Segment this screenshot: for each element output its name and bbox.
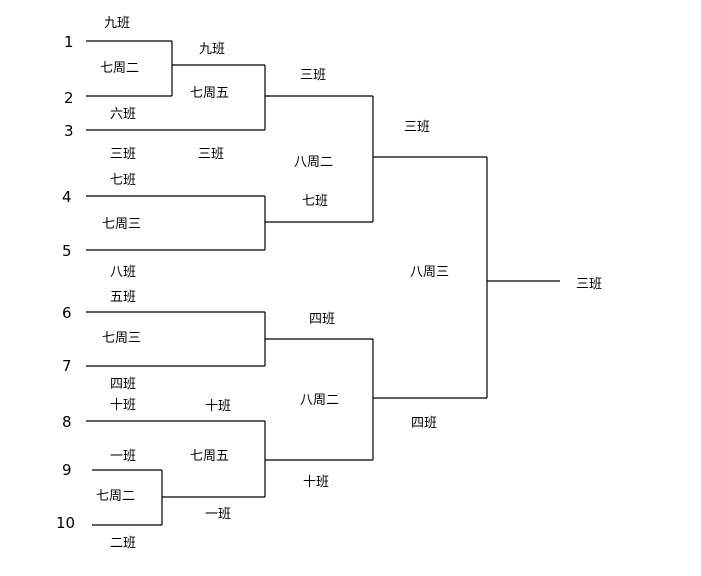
match-date: 七周二 xyxy=(96,489,135,504)
match-date: 七周三 xyxy=(102,331,141,346)
team-label: 一班 xyxy=(205,507,231,522)
team-label: 十班 xyxy=(205,399,231,414)
champion: 三班 xyxy=(576,277,602,292)
team-label: 四班 xyxy=(411,416,437,431)
match-date: 七周三 xyxy=(102,217,141,232)
team-label: 八班 xyxy=(110,265,136,280)
team-label: 二班 xyxy=(110,536,136,551)
team-label: 九班 xyxy=(199,42,225,57)
team-label: 三班 xyxy=(198,147,224,162)
team-label: 六班 xyxy=(110,107,136,122)
team-label: 三班 xyxy=(110,147,136,162)
team-label: 九班 xyxy=(104,16,130,31)
match-date: 八周二 xyxy=(294,155,333,170)
team-label: 五班 xyxy=(110,290,136,305)
match-date: 八周三 xyxy=(410,265,449,280)
team-label: 四班 xyxy=(309,312,335,327)
seed-9: 9 xyxy=(62,461,72,479)
team-label: 一班 xyxy=(110,449,136,464)
seed-7: 7 xyxy=(62,357,72,375)
team-label: 十班 xyxy=(303,475,329,490)
seed-1: 1 xyxy=(64,33,74,51)
team-label: 三班 xyxy=(300,68,326,83)
seed-6: 6 xyxy=(62,304,72,322)
seed-8: 8 xyxy=(62,413,72,431)
seed-10: 10 xyxy=(56,514,75,532)
seed-3: 3 xyxy=(64,122,74,140)
match-date: 七周二 xyxy=(100,61,139,76)
seed-2: 2 xyxy=(64,89,74,107)
team-label: 七班 xyxy=(110,173,136,188)
team-label: 七班 xyxy=(302,194,328,209)
match-date: 七周五 xyxy=(190,86,229,101)
team-label: 三班 xyxy=(404,120,430,135)
team-label: 四班 xyxy=(110,377,136,392)
seed-4: 4 xyxy=(62,188,72,206)
seed-5: 5 xyxy=(62,242,72,260)
team-label: 十班 xyxy=(110,398,136,413)
match-date: 七周五 xyxy=(190,449,229,464)
match-date: 八周二 xyxy=(300,393,339,408)
